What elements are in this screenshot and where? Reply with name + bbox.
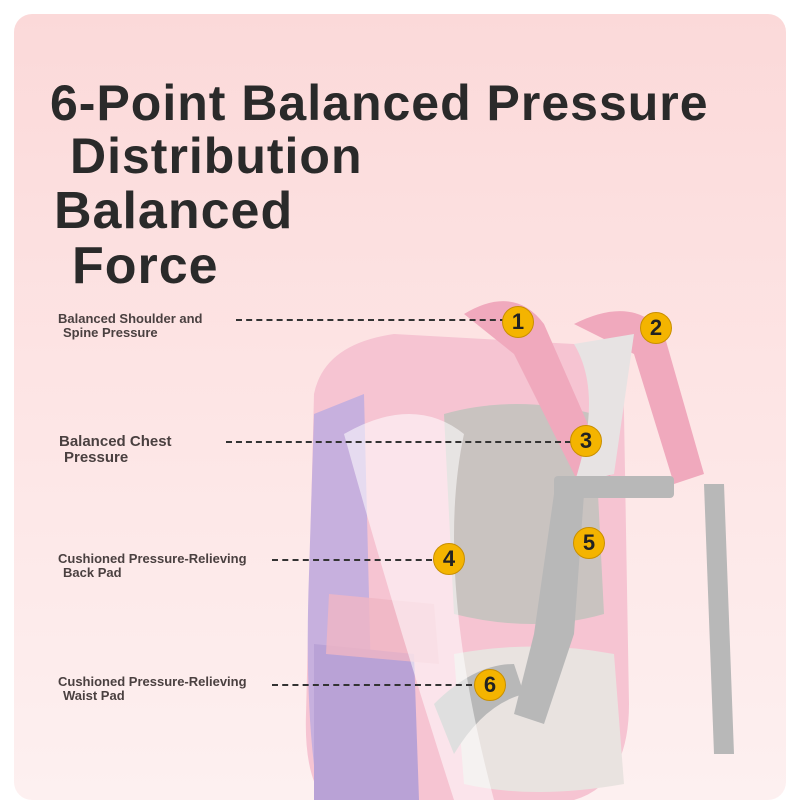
callout-leader-1 bbox=[236, 319, 506, 321]
callout-label-back-pad: Cushioned Pressure-Relieving Back Pad bbox=[58, 552, 247, 580]
callout-label-waist-pad: Cushioned Pressure-Relieving Waist Pad bbox=[58, 675, 247, 703]
label-line: Cushioned Pressure-Relieving bbox=[58, 551, 247, 566]
marker-4: 4 bbox=[433, 543, 465, 575]
label-line: Cushioned Pressure-Relieving bbox=[58, 674, 247, 689]
marker-6: 6 bbox=[474, 669, 506, 701]
headline-line-3: Balanced bbox=[54, 182, 294, 240]
callout-label-chest: Balanced Chest Pressure bbox=[59, 434, 172, 466]
headline-line-2: Distribution bbox=[70, 128, 363, 184]
marker-1: 1 bbox=[502, 306, 534, 338]
callout-leader-4 bbox=[272, 559, 432, 561]
callout-leader-3 bbox=[226, 441, 571, 443]
headline-line-1: 6-Point Balanced Pressure bbox=[50, 75, 709, 131]
label-line: Pressure bbox=[64, 449, 129, 466]
callout-label-shoulder-spine: Balanced Shoulder and Spine Pressure bbox=[58, 312, 202, 340]
headline-line-4: Force bbox=[72, 237, 219, 295]
label-line: Balanced Shoulder and bbox=[58, 311, 203, 326]
label-line: Back Pad bbox=[63, 565, 122, 580]
label-line: Spine Pressure bbox=[63, 325, 158, 340]
label-line: Balanced Chest bbox=[59, 433, 172, 450]
marker-2: 2 bbox=[640, 312, 672, 344]
marker-5: 5 bbox=[573, 527, 605, 559]
marker-3: 3 bbox=[570, 425, 602, 457]
label-line: Waist Pad bbox=[63, 688, 125, 703]
callout-leader-6 bbox=[272, 684, 472, 686]
product-banner: 6-Point Balanced Pressure Distribution B… bbox=[14, 14, 786, 800]
